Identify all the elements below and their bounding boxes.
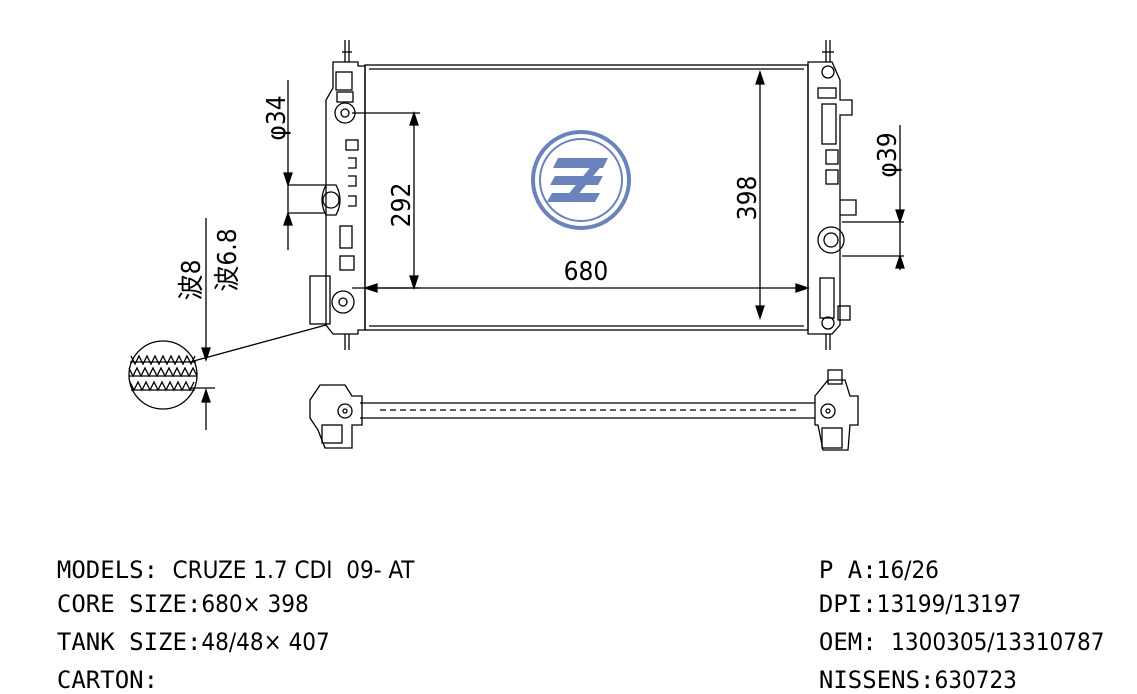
left-pipe-diameter: φ34 <box>262 95 292 140</box>
bottom-view <box>309 369 859 451</box>
left-tank <box>309 40 366 350</box>
tank-size-row: TANK SIZE:48/48× 407 <box>28 600 330 656</box>
carton-label: CARTON: <box>56 666 159 694</box>
brand-logo <box>531 130 631 230</box>
oem-value: 1300305/13310787 <box>891 628 1105 656</box>
pa-row: P A:16/26 <box>790 528 939 584</box>
core-size-row: CORE SIZE:680× 398 <box>28 562 309 618</box>
fin-pitch-label-1: 波8 <box>177 260 207 301</box>
carton-row: CARTON: <box>28 638 158 694</box>
oem-row: OEM: 1300305/13310787 <box>790 600 1105 656</box>
right-tank <box>807 40 857 350</box>
models-row: MODELS: CRUZE 1.7 CDI 09- AT <box>28 528 415 584</box>
width-dimension: 680 <box>564 257 609 287</box>
tank-size-value: 48/48× 407 <box>201 628 330 656</box>
core-size-label: CORE SIZE: <box>56 590 202 618</box>
dpi-label: DPI: <box>818 590 877 618</box>
fin-detail-circle <box>128 340 198 410</box>
right-pipe-diameter: φ39 <box>873 132 903 177</box>
fin-pitch-label-2: 波6.8 <box>213 228 243 291</box>
dpi-row: DPI:13199/13197 <box>790 562 1021 618</box>
bolt-spacing-dimension: 292 <box>387 183 417 228</box>
radiator-technical-drawing: 680 292 398 φ34 φ39 波8 波6.8 <box>128 40 905 451</box>
height-dimension: 398 <box>733 176 763 221</box>
dpi-value: 13199/13197 <box>876 590 1022 618</box>
nissens-value: 630723 <box>934 666 1017 694</box>
tank-size-label: TANK SIZE: <box>56 628 202 656</box>
core-size-value: 680× 398 <box>201 590 309 618</box>
nissens-row: NISSENS:630723 <box>790 638 1017 694</box>
models-label: MODELS: <box>56 556 159 584</box>
models-value: CRUZE 1.7 CDI 09- AT <box>172 556 415 584</box>
pa-value: 16/26 <box>876 556 939 584</box>
oem-label: OEM: <box>818 628 877 656</box>
nissens-label: NISSENS: <box>818 666 935 694</box>
pa-label: P A: <box>818 556 877 584</box>
